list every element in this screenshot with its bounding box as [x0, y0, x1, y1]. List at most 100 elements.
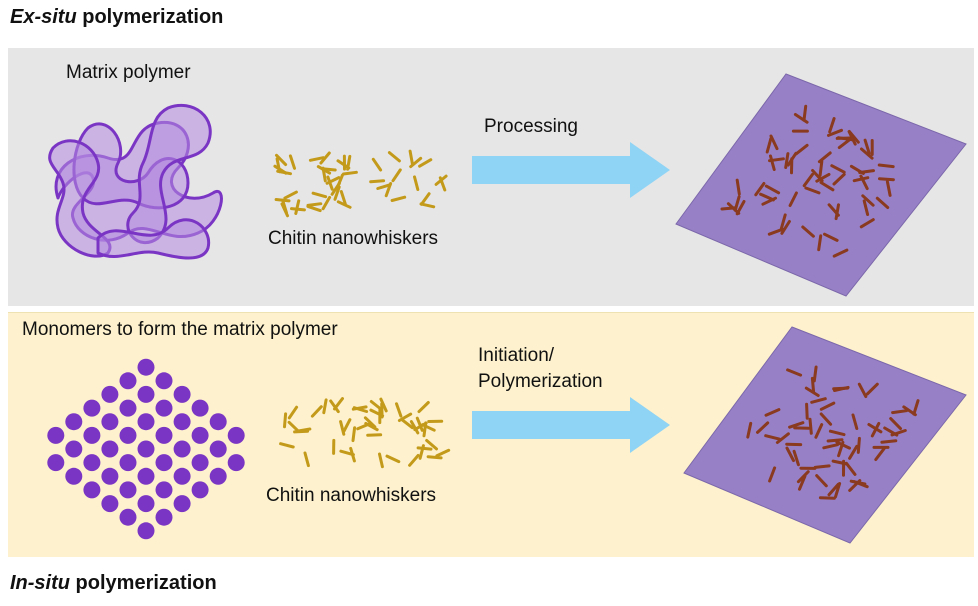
embedded-nanowhisker	[847, 130, 857, 146]
monomer-dot	[47, 454, 65, 472]
nanowhisker	[378, 452, 384, 469]
ex-situ-title-rest: polymerization	[76, 6, 224, 28]
composite-film	[675, 73, 967, 297]
monomer-dot	[137, 467, 155, 485]
nanowhisker	[416, 446, 433, 451]
monomer-dot	[155, 508, 173, 526]
monomer-dot	[191, 426, 209, 444]
monomer-dot	[119, 426, 137, 444]
monomer-dot	[155, 481, 173, 499]
embedded-nanowhisker	[848, 479, 862, 492]
nanowhisker	[385, 454, 401, 464]
in-situ-title: In-situ polymerization	[10, 572, 217, 595]
nanowhisker	[294, 199, 301, 215]
embedded-nanowhisker	[788, 421, 805, 429]
nanowhisker	[283, 190, 298, 200]
nanowhisker	[336, 159, 351, 170]
embedded-nanowhisker	[788, 191, 798, 207]
embedded-nanowhisker	[767, 227, 784, 236]
embedded-nanowhisker	[902, 405, 917, 417]
monomer-dot	[173, 495, 191, 513]
nanowhisker	[435, 448, 451, 458]
embedded-nanowhisker	[819, 412, 833, 426]
monomer-dot	[137, 413, 155, 431]
embedded-nanowhisker	[832, 172, 846, 186]
embedded-nanowhisker	[863, 138, 871, 156]
monomer-dot	[83, 399, 101, 417]
embedded-nanowhisker	[792, 449, 800, 467]
embedded-nanowhisker	[822, 443, 839, 450]
monomer-dot	[191, 454, 209, 472]
embedded-nanowhisker	[877, 163, 895, 169]
embedded-nanowhisker	[852, 176, 870, 183]
nanowhisker	[306, 204, 322, 213]
nanowhisker	[408, 454, 420, 467]
embedded-nanowhisker	[805, 402, 809, 420]
nanowhisker	[288, 154, 296, 170]
embedded-nanowhisker	[827, 128, 843, 137]
embedded-nanowhisker	[826, 438, 844, 443]
monomer-dot	[155, 372, 173, 390]
monomer-dot	[83, 481, 101, 499]
embedded-nanowhisker	[859, 218, 875, 229]
polymerization-arrow	[472, 397, 670, 453]
embedded-nanowhisker	[848, 444, 859, 460]
nanowhisker	[316, 165, 332, 175]
embedded-nanowhisker	[802, 172, 814, 188]
nanowhisker	[283, 412, 288, 429]
embedded-nanowhisker	[874, 446, 886, 461]
nanowhisker	[390, 195, 407, 202]
embedded-nanowhisker	[746, 421, 753, 439]
nanowhisker	[417, 401, 430, 414]
embedded-nanowhisker	[785, 446, 795, 463]
monomer-dot	[209, 467, 227, 485]
embedded-nanowhisker	[837, 137, 852, 150]
monomer-dot	[83, 454, 101, 472]
nanowhisker	[274, 198, 291, 203]
nanowhisker	[319, 151, 331, 165]
monomer-dot	[173, 440, 191, 458]
nanowhisker	[415, 416, 424, 432]
embedded-nanowhisker	[764, 184, 781, 195]
embedded-nanowhisker	[735, 200, 746, 216]
monomer-dot	[155, 454, 173, 472]
embedded-nanowhisker	[832, 248, 849, 258]
embedded-nanowhisker	[827, 203, 840, 217]
embedded-nanowhisker	[827, 482, 840, 497]
nanowhisker	[413, 175, 420, 191]
embedded-nanowhisker	[754, 182, 766, 197]
embedded-nanowhisker	[857, 382, 868, 399]
monomer-dot	[227, 426, 245, 444]
nanowhisker	[391, 168, 402, 183]
embedded-nanowhisker	[804, 186, 821, 195]
monomer-dot	[173, 467, 191, 485]
embedded-nanowhisker	[819, 181, 835, 192]
nanowhisker	[339, 190, 347, 206]
chitin-nanowhiskers-cluster	[273, 149, 448, 218]
embedded-nanowhisker	[851, 413, 859, 430]
embedded-nanowhisker	[798, 474, 807, 491]
processing-arrow	[472, 142, 670, 198]
embedded-nanowhisker	[865, 382, 879, 396]
nanowhisker	[275, 153, 288, 167]
embedded-nanowhisker	[891, 409, 908, 415]
embedded-nanowhisker	[810, 376, 816, 394]
nanowhisker	[395, 402, 403, 418]
nanowhisker	[339, 449, 355, 457]
embedded-nanowhisker	[761, 196, 777, 206]
monomer-dot	[101, 467, 119, 485]
embedded-nanowhisker	[786, 368, 803, 377]
nanowhisker	[330, 182, 341, 196]
monomer-dot	[137, 522, 155, 540]
embedded-nanowhisker	[784, 152, 790, 169]
embedded-nanowhisker	[828, 429, 846, 437]
embedded-nanowhisker	[818, 160, 824, 177]
monomer-dot	[137, 385, 155, 403]
nanowhisker	[369, 400, 383, 412]
embedded-nanowhisker	[818, 496, 836, 500]
nanowhisker	[387, 151, 401, 163]
nanowhisker	[303, 451, 310, 468]
embedded-nanowhisker	[764, 434, 781, 441]
embedded-nanowhisker	[860, 147, 874, 160]
ex-situ-title-italic: Ex-situ	[10, 6, 77, 28]
